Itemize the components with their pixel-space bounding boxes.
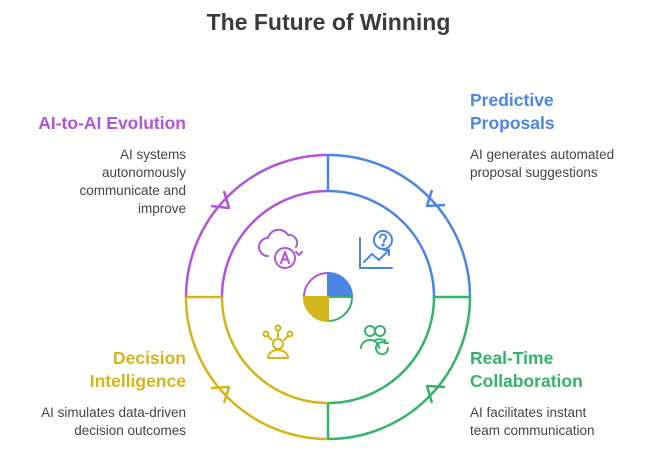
- inner-arc-bottom-right: [327, 296, 436, 405]
- quadrant-heading: Decision Intelligence: [20, 347, 186, 393]
- desc-line: AI systems: [119, 147, 186, 162]
- person-ideas-icon: [262, 324, 294, 359]
- desc-line: decision outcomes: [74, 423, 186, 438]
- inner-arc-top-left: [220, 189, 329, 298]
- arrow-top-left: [210, 190, 231, 210]
- desc-line: team communication: [470, 423, 595, 438]
- outer-arc-top-left: [184, 153, 329, 298]
- inner-arc-bottom-left: [220, 296, 329, 405]
- desc-line: AI simulates data-driven: [41, 405, 186, 420]
- outer-arc-bottom-right: [327, 296, 472, 441]
- desc-line: proposal suggestions: [470, 165, 598, 180]
- outer-arc-bottom-left: [184, 296, 329, 441]
- heading-line: Intelligence: [89, 371, 186, 391]
- quadrant-description: AI facilitates instant team communicatio…: [470, 404, 650, 440]
- quadrant-description: AI generates automated proposal suggesti…: [470, 146, 650, 182]
- quadrant-heading: Real-Time Collaboration: [470, 347, 650, 393]
- quadrant-description: AI systems autonomously communicate and …: [20, 146, 186, 218]
- arrow-bottom-left: [210, 385, 231, 404]
- arrow-bottom-right: [425, 384, 446, 404]
- center-compass-icon: [302, 271, 354, 323]
- desc-line: autonomously: [101, 165, 186, 180]
- page-title: The Future of Winning: [206, 9, 451, 35]
- outer-arc-top-right: [327, 153, 472, 298]
- arrow-top-right: [425, 189, 446, 208]
- quadrant-predictive-proposals: Predictive Proposals AI generates automa…: [470, 89, 650, 182]
- heading-line: Collaboration: [470, 371, 583, 391]
- team-sync-icon: [360, 325, 390, 356]
- quadrant-heading: Predictive Proposals: [470, 89, 650, 135]
- inner-arc-top-right: [327, 189, 436, 298]
- desc-line: AI facilitates instant: [470, 405, 587, 420]
- desc-line: improve: [137, 201, 186, 216]
- heading-line: Proposals: [470, 113, 555, 133]
- quadrant-description: AI simulates data-driven decision outcom…: [20, 404, 186, 440]
- quadrant-real-time-collaboration: Real-Time Collaboration AI facilitates i…: [470, 347, 650, 440]
- quadrant-decision-intelligence: Decision Intelligence AI simulates data-…: [20, 347, 186, 440]
- heading-line: Real-Time: [470, 348, 554, 368]
- heading-line: Decision: [113, 348, 186, 368]
- desc-line: AI generates automated: [470, 147, 615, 162]
- heading-line: Predictive: [470, 90, 554, 110]
- heading-line: AI-to-AI Evolution: [38, 113, 186, 133]
- quadrant-heading: AI-to-AI Evolution: [20, 112, 186, 135]
- ai-cloud-refresh-icon: [258, 228, 303, 269]
- chart-question-icon: [359, 230, 393, 269]
- quadrant-ai-to-ai-evolution: AI-to-AI Evolution AI systems autonomous…: [20, 112, 186, 218]
- desc-line: communicate and: [79, 183, 186, 198]
